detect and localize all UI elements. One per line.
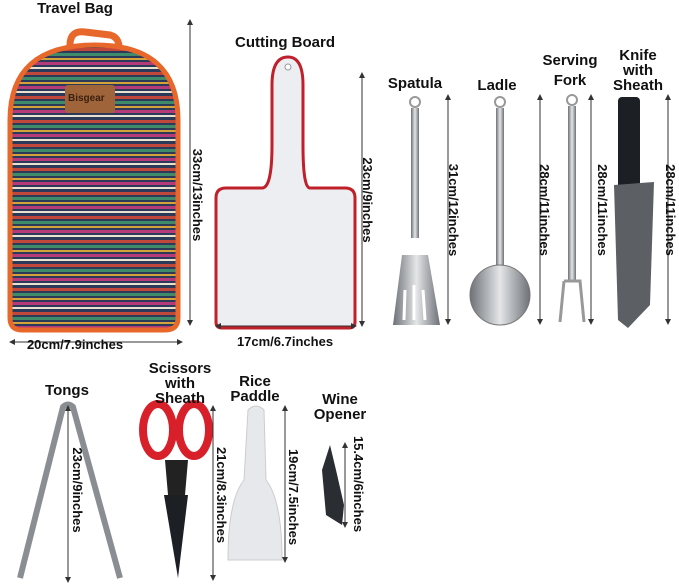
spatula-image (393, 96, 440, 325)
cutting-board-image (214, 55, 357, 330)
travel-bag-image (7, 28, 181, 333)
travel-bag-label: Travel Bag (37, 0, 113, 17)
serving-fork-image (558, 94, 586, 323)
knife-height: 28cm/11inches (663, 164, 678, 256)
rice-paddle-image (227, 405, 283, 561)
scissors-with-sheath-image (139, 400, 213, 578)
spatula-label: Spatula (387, 75, 443, 92)
ladle-label: Ladle (477, 77, 517, 94)
cutting-board-height: 23cm/9inches (360, 157, 375, 243)
wine-opener-height: 15.4cm/6inches (351, 435, 366, 533)
wine-opener-image (322, 445, 344, 525)
ladle-image (469, 96, 531, 326)
knife-with-sheath-image (614, 97, 654, 328)
travel-bag-height: 33cm/13inches (190, 148, 205, 242)
serving-fork-height: 28cm/11inches (595, 164, 610, 256)
bag-brand-patch: Bisgear (68, 93, 105, 104)
travel-bag-width: 20cm/7.9inches (26, 337, 124, 352)
ladle-height: 28cm/11inches (537, 164, 552, 256)
cutting-board-width: 17cm/6.7inches (236, 334, 334, 349)
spatula-height: 31cm/12inches (446, 163, 461, 257)
cutting-board-label: Cutting Board (235, 34, 335, 51)
tongs-label: Tongs (45, 382, 89, 399)
scissors-height: 21cm/8.3inches (214, 446, 229, 544)
tongs-height: 23cm/9inches (70, 447, 85, 533)
tongs-image (17, 401, 123, 579)
rice-paddle-height: 19cm/7.5inches (286, 448, 301, 546)
